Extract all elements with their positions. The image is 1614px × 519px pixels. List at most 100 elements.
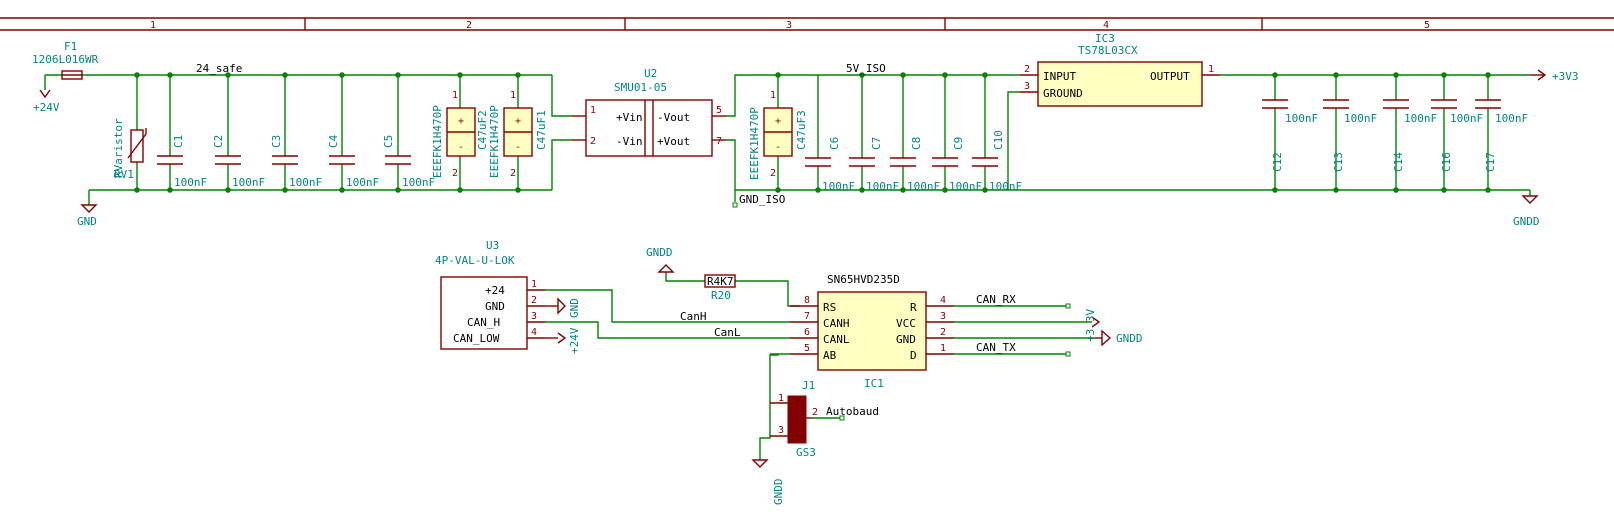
frame-column-5: 5 bbox=[1424, 20, 1430, 31]
svg-text:2: 2 bbox=[1024, 64, 1030, 75]
svg-text:C8: C8 bbox=[910, 137, 923, 150]
svg-text:RS: RS bbox=[823, 301, 836, 314]
svg-text:+Vout: +Vout bbox=[657, 135, 690, 148]
svg-text:7: 7 bbox=[804, 311, 810, 322]
frame-column-2: 2 bbox=[466, 20, 472, 31]
net-label-24-safe: 24_safe bbox=[196, 62, 242, 75]
net-label-can-tx: CAN_TX bbox=[976, 341, 1016, 354]
net-label-canl: CanL bbox=[714, 326, 741, 339]
j1-ref: J1 bbox=[802, 379, 815, 392]
capacitor-c3: C3 100nF bbox=[270, 135, 322, 189]
svg-text:100nF: 100nF bbox=[1344, 112, 1377, 125]
power-gndd-jumper: GNDD bbox=[751, 459, 785, 506]
capacitor-c6: C6 100nF bbox=[805, 137, 855, 193]
svg-text:2: 2 bbox=[940, 327, 946, 338]
svg-text:100nF: 100nF bbox=[822, 180, 855, 193]
svg-text:C3: C3 bbox=[270, 135, 283, 148]
power-gndd-ic1: GNDD bbox=[1095, 329, 1143, 347]
svg-text:+: + bbox=[775, 116, 781, 127]
svg-text:GND: GND bbox=[896, 333, 916, 346]
svg-text:CAN_H: CAN_H bbox=[467, 316, 500, 329]
j1-value: GS3 bbox=[796, 446, 816, 459]
svg-text:8: 8 bbox=[804, 295, 810, 306]
svg-text:3: 3 bbox=[531, 311, 537, 322]
svg-text:3: 3 bbox=[778, 425, 784, 436]
frame-column-1: 1 bbox=[150, 20, 156, 31]
r20-value: R4K7 bbox=[707, 275, 734, 288]
svg-text:GNDD: GNDD bbox=[1116, 332, 1143, 345]
frame-column-4: 4 bbox=[1103, 20, 1109, 31]
svg-text:+3V3: +3V3 bbox=[1552, 70, 1579, 83]
svg-text:GND: GND bbox=[485, 300, 505, 313]
svg-text:1: 1 bbox=[1208, 64, 1214, 75]
f1-value: 1206L016WR bbox=[32, 53, 99, 66]
power-gnd-connector: GND bbox=[545, 297, 581, 318]
capacitor-c1: C1 100nF bbox=[157, 135, 207, 189]
svg-text:5: 5 bbox=[716, 105, 722, 116]
svg-text:100nF: 100nF bbox=[1404, 112, 1437, 125]
svg-text:-: - bbox=[458, 142, 464, 153]
svg-text:2: 2 bbox=[452, 168, 458, 179]
svg-text:1: 1 bbox=[452, 90, 458, 101]
net-label-canh: CanH bbox=[680, 310, 707, 323]
svg-text:+3.3V: +3.3V bbox=[1084, 309, 1097, 342]
svg-text:100nF: 100nF bbox=[1495, 112, 1528, 125]
electrolytic-c47uf3: + - 1 2 EEEFK1H470P C47uF3 bbox=[748, 90, 808, 180]
svg-text:100nF: 100nF bbox=[346, 176, 379, 189]
svg-text:D: D bbox=[910, 349, 917, 362]
net-label-autobaud: Autobaud bbox=[826, 405, 879, 418]
c47uf3-ref: C47uF3 bbox=[795, 110, 808, 150]
svg-text:GND: GND bbox=[568, 298, 581, 318]
svg-text:-Vout: -Vout bbox=[657, 111, 690, 124]
svg-text:+24V: +24V bbox=[33, 101, 60, 114]
svg-text:6: 6 bbox=[804, 327, 810, 338]
f1-ref: F1 bbox=[64, 40, 77, 53]
fuse-f1: F1 1206L016WR bbox=[32, 40, 99, 80]
svg-text:C12: C12 bbox=[1271, 152, 1284, 172]
svg-text:100nF: 100nF bbox=[1285, 112, 1318, 125]
svg-text:OUTPUT: OUTPUT bbox=[1150, 70, 1190, 83]
input-filter-wires bbox=[44, 72, 572, 205]
net-label-gnd-iso: GND_ISO bbox=[739, 193, 785, 206]
u2-ref: U2 bbox=[644, 67, 657, 80]
svg-text:100nF: 100nF bbox=[289, 176, 322, 189]
svg-text:3: 3 bbox=[940, 311, 946, 322]
output-rail-wires bbox=[1008, 72, 1531, 196]
svg-text:4: 4 bbox=[531, 327, 537, 338]
isolated-side-wires bbox=[726, 72, 1020, 208]
svg-text:+24V: +24V bbox=[568, 327, 581, 354]
svg-text:C17: C17 bbox=[1484, 152, 1497, 172]
regulator-ic3: IC3 TS78L03CX INPUT GROUND OUTPUT 2 3 1 bbox=[1020, 32, 1220, 107]
net-label-can-rx: CAN_RX bbox=[976, 293, 1016, 306]
svg-text:-: - bbox=[515, 142, 521, 153]
can-bus-wires bbox=[545, 272, 845, 460]
u3-value: 4P-VAL-U-LOK bbox=[435, 254, 515, 267]
sheet-frame: 1 2 3 4 5 bbox=[0, 17, 1614, 31]
svg-text:2: 2 bbox=[510, 168, 516, 179]
capacitor-c13: 100nF C13 bbox=[1323, 99, 1377, 172]
svg-text:1: 1 bbox=[940, 343, 946, 354]
svg-text:1: 1 bbox=[778, 393, 784, 404]
capacitor-c9: C9 100nF bbox=[932, 137, 982, 193]
svg-text:2: 2 bbox=[590, 136, 596, 147]
svg-text:+Vin: +Vin bbox=[616, 111, 643, 124]
svg-text:+: + bbox=[515, 116, 521, 127]
capacitor-c7: C7 100nF bbox=[849, 137, 899, 193]
svg-text:CAN_LOW: CAN_LOW bbox=[453, 332, 500, 345]
rv1-ref: RV1 bbox=[114, 168, 134, 181]
svg-text:2: 2 bbox=[770, 168, 776, 179]
can-transceiver-ic1: SN65HVD235D IC1 RS CANH CANL AB 8 7 6 5 … bbox=[790, 273, 954, 390]
frame-column-3: 3 bbox=[786, 20, 792, 31]
ic1-ref: IC1 bbox=[864, 377, 884, 390]
c47uf3-value: EEEFK1H470P bbox=[748, 107, 761, 180]
svg-text:1: 1 bbox=[770, 90, 776, 101]
electrolytic-c47uf1: + - 1 2 EEEFK1H470P C47uF1 bbox=[488, 90, 548, 179]
svg-text:GNDD: GNDD bbox=[772, 479, 785, 506]
net-label-5v-iso: 5V_ISO bbox=[846, 62, 886, 75]
svg-text:C16: C16 bbox=[1440, 152, 1453, 172]
svg-text:+24: +24 bbox=[485, 284, 505, 297]
svg-text:1: 1 bbox=[510, 90, 516, 101]
svg-text:R: R bbox=[910, 301, 917, 314]
r20-ref: R20 bbox=[711, 289, 731, 302]
